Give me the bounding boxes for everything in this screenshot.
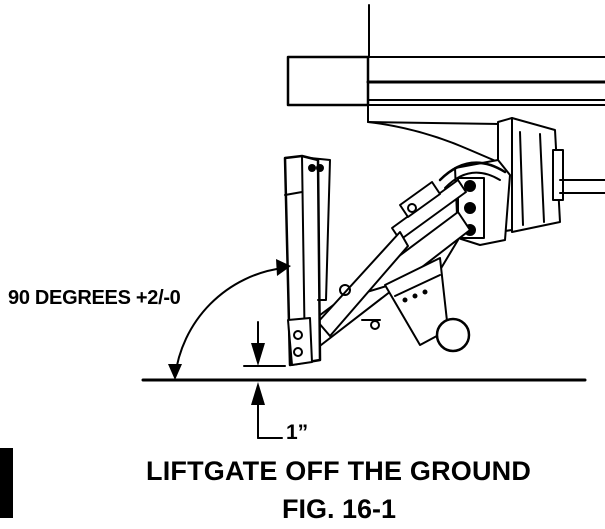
angle-annotation: 90 DEGREES +2/-0	[8, 287, 181, 309]
angle-indicator	[168, 259, 291, 380]
page-edge-tab	[0, 448, 13, 518]
figure-number: FIG. 16-1	[282, 494, 397, 524]
folded-platform	[283, 154, 331, 367]
roller-wheel	[435, 317, 471, 353]
mount-housing	[497, 117, 605, 233]
truck-body	[286, 4, 605, 163]
figure-title: LIFTGATE OFF THE GROUND	[146, 456, 532, 486]
clearance-dimension	[243, 321, 286, 439]
clearance-annotation: 1”	[286, 421, 309, 444]
